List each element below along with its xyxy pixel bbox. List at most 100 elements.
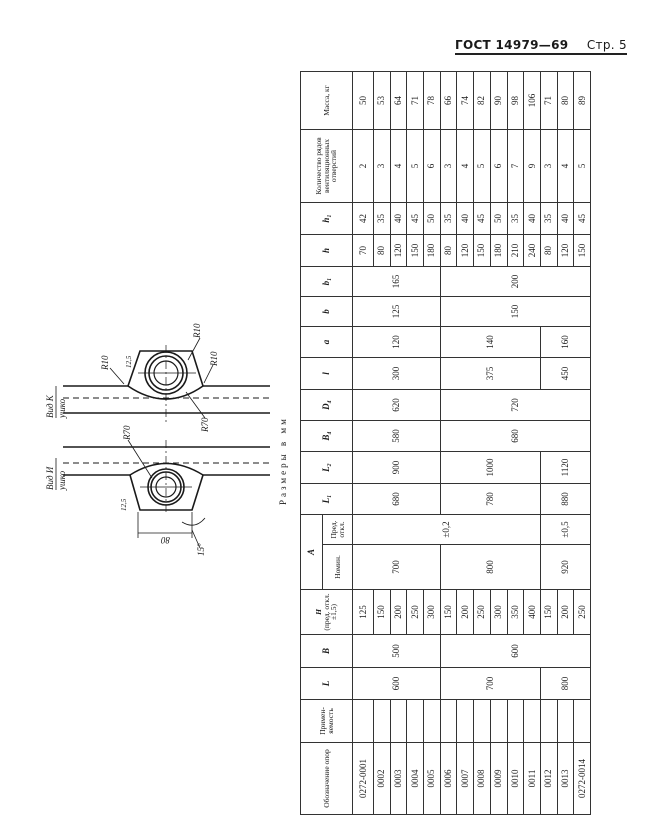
cell-h: 80: [373, 234, 391, 267]
header-B: B: [300, 634, 353, 668]
cell-h: 120: [390, 234, 407, 267]
header-A-tolerance: Пред. откл.: [322, 514, 353, 545]
cell-D4: 720: [440, 389, 591, 421]
cell-applicability: [490, 699, 507, 743]
cell-h1: 50: [490, 202, 507, 235]
cell-A-nom: 920: [540, 544, 591, 590]
cell-H: 150: [440, 589, 457, 635]
cell-h1: 40: [557, 202, 574, 235]
cell-h1: 35: [440, 202, 457, 235]
cell-applicability: [373, 699, 391, 743]
cell-H: 350: [507, 589, 524, 635]
cell-h1: 40: [523, 202, 541, 235]
header-l: l: [300, 357, 353, 390]
cell-mass: 64: [390, 71, 407, 130]
view-i-drawing: [63, 439, 270, 549]
cell-mass: 74: [456, 71, 474, 130]
cell-B: 500: [352, 634, 441, 668]
supports-table: Обозначение опор Примен­яемость L B H(пр…: [300, 71, 591, 815]
cell-mass: 106: [523, 71, 541, 130]
cell-mass: 53: [373, 71, 391, 130]
header-L1: L₁: [300, 483, 353, 515]
cell-h: 240: [523, 234, 541, 267]
cell-mass: 98: [507, 71, 524, 130]
page-header: ГОСТ 14979—69 Стр. 5: [455, 38, 627, 55]
view-k-label: Вид К ушко: [45, 386, 67, 419]
page-number: Стр. 5: [586, 38, 627, 52]
cell-h1: 45: [573, 202, 591, 235]
cell-L: 700: [440, 667, 541, 700]
cell-designation: 0008: [473, 742, 491, 815]
cell-vent-rows: 2: [352, 129, 374, 203]
cell-h1: 35: [507, 202, 524, 235]
cell-L1: 780: [440, 483, 541, 515]
cell-vent-rows: 4: [390, 129, 407, 203]
cell-H: 250: [473, 589, 491, 635]
header-mass: Масса, кг: [300, 71, 353, 130]
cell-H: 150: [373, 589, 391, 635]
cell-h: 120: [456, 234, 474, 267]
dimension-label: 12,5: [120, 498, 128, 511]
dimension-label: 12,5: [125, 355, 133, 368]
cell-vent-rows: 3: [540, 129, 558, 203]
cell-h: 150: [573, 234, 591, 267]
cell-a: 140: [440, 326, 541, 358]
cell-applicability: [423, 699, 441, 743]
cell-h: 80: [440, 234, 457, 267]
cell-b1: 165: [352, 266, 441, 297]
cell-l: 375: [440, 357, 541, 390]
cell-mass: 71: [406, 71, 424, 130]
cell-h1: 50: [423, 202, 441, 235]
cell-vent-rows: 5: [473, 129, 491, 203]
cell-designation: 0272-0001: [352, 742, 374, 815]
view-k-drawing: [63, 337, 270, 425]
radius-label: R10: [100, 355, 110, 371]
cell-L1: 680: [352, 483, 441, 515]
cell-designation: 0011: [523, 742, 541, 815]
svg-text:ушко: ушко: [57, 470, 67, 491]
cell-mass: 50: [352, 71, 374, 130]
header-A: A: [300, 514, 323, 590]
header-a: a: [300, 326, 353, 358]
cell-applicability: [573, 699, 591, 743]
technical-drawing: Вид К ушко Вид И ушко R10 R10 R10 R70 R7…: [45, 323, 270, 556]
cell-mass: 71: [540, 71, 558, 130]
cell-h1: 35: [373, 202, 391, 235]
cell-mass: 90: [490, 71, 507, 130]
cell-h: 180: [490, 234, 507, 267]
cell-A-nom: 700: [352, 544, 441, 590]
header-h1: h₁: [300, 202, 353, 235]
cell-designation: 0006: [440, 742, 457, 815]
radius-label: R10: [192, 323, 202, 339]
cell-applicability: [456, 699, 474, 743]
dimension-label: 80: [161, 535, 171, 545]
cell-vent-rows: 3: [373, 129, 391, 203]
angle-label: 15°: [196, 543, 206, 556]
cell-b: 150: [440, 296, 591, 327]
cell-H: 250: [573, 589, 591, 635]
header-H: H(пред. откл. ±1,5): [300, 589, 353, 635]
cell-vent-rows: 6: [423, 129, 441, 203]
cell-h: 210: [507, 234, 524, 267]
cell-B4: 580: [352, 420, 441, 452]
cell-L2: 1120: [540, 451, 591, 484]
cell-h: 80: [540, 234, 558, 267]
cell-h1: 45: [473, 202, 491, 235]
svg-text:Вид И: Вид И: [45, 466, 55, 490]
cell-designation: 0004: [406, 742, 424, 815]
header-D4: D₄: [300, 389, 353, 421]
header-applicability: Примен­яемость: [300, 699, 353, 743]
header-L: L: [300, 667, 353, 700]
cell-designation: 0003: [390, 742, 407, 815]
cell-H: 400: [523, 589, 541, 635]
svg-text:ушко: ушко: [57, 398, 67, 419]
cell-H: 200: [557, 589, 574, 635]
cell-L2: 900: [352, 451, 441, 484]
cell-vent-rows: 5: [573, 129, 591, 203]
cell-H: 300: [423, 589, 441, 635]
cell-applicability: [523, 699, 541, 743]
cell-designation: 0272-0014: [573, 742, 591, 815]
cell-L: 600: [352, 667, 441, 700]
cell-vent-rows: 4: [557, 129, 574, 203]
cell-applicability: [352, 699, 374, 743]
